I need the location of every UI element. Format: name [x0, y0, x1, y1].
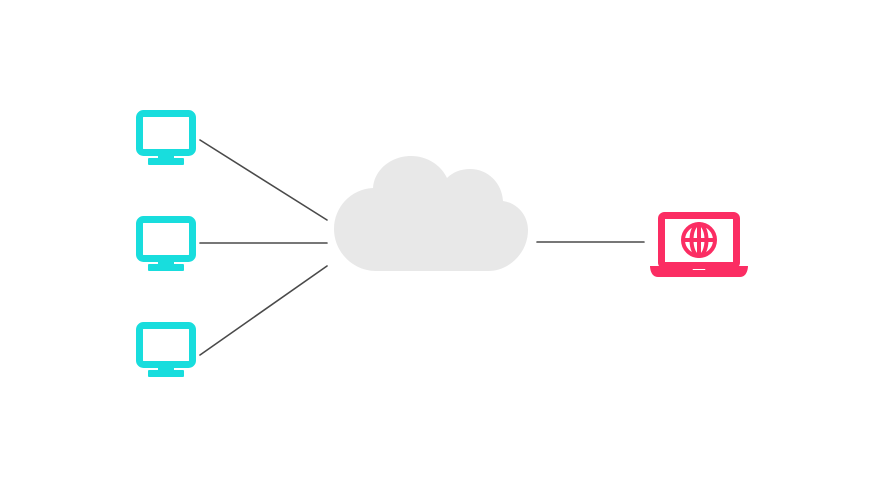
link-client3-cloud	[199, 265, 328, 356]
desktop-monitor-icon-neck-1	[158, 152, 174, 160]
desktop-monitor-icon-screen-1	[136, 110, 196, 156]
desktop-monitor-icon-neck-2	[158, 258, 174, 266]
desktop-monitor-icon-base-1	[148, 158, 184, 165]
connection-links	[199, 139, 645, 356]
desktop-monitor-icon-base-2	[148, 264, 184, 271]
desktop-monitor-icon-screen-3	[136, 322, 196, 368]
client-node-2[interactable]	[136, 216, 196, 272]
desktop-monitor-icon-screen-2	[136, 216, 196, 262]
cloud-node[interactable]	[334, 156, 528, 271]
globe-icon	[681, 222, 717, 258]
web-server-node[interactable]	[650, 212, 748, 278]
laptop-base-icon	[650, 266, 748, 277]
laptop-screen-frame-icon	[658, 212, 740, 269]
desktop-monitor-icon-base-3	[148, 370, 184, 377]
desktop-monitor-icon-neck-3	[158, 364, 174, 372]
link-client1-cloud	[199, 139, 328, 221]
cloud-icon	[334, 156, 528, 271]
client-node-1[interactable]	[136, 110, 196, 166]
client-node-3[interactable]	[136, 322, 196, 378]
